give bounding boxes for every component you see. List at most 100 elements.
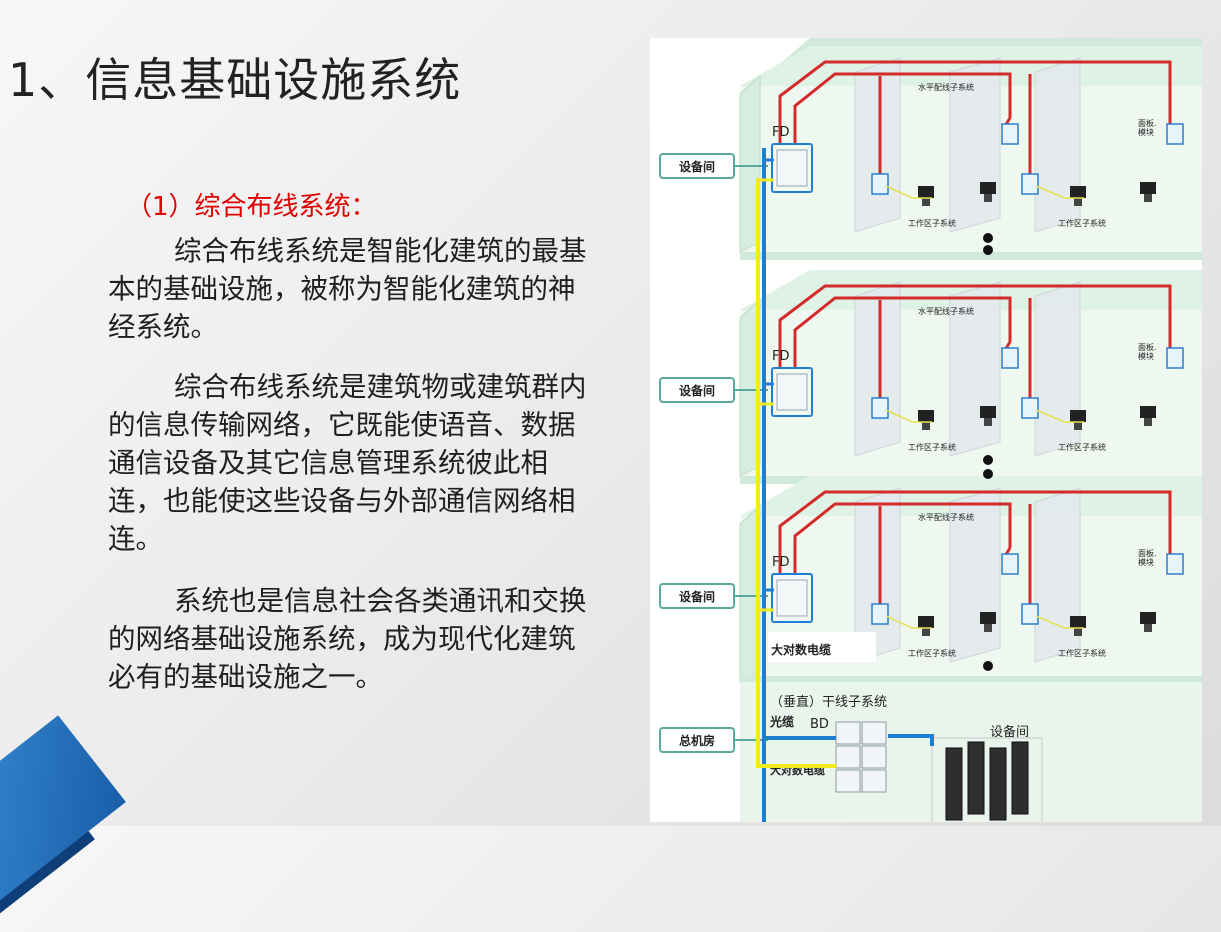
fd-cabinet	[771, 573, 813, 623]
roof-slab	[740, 38, 1202, 104]
corner-decoration	[0, 715, 126, 907]
bd-cabinet-unit	[861, 769, 887, 793]
work-area-label: 工作区子系统	[908, 218, 956, 228]
bd-label: BD	[810, 717, 829, 732]
basement-equipment-room-label: 设备间	[990, 724, 1029, 740]
server-rack-icon	[967, 741, 985, 815]
panel-module-label: 面板.模块	[1138, 548, 1157, 567]
bd-cabinet-unit	[835, 769, 861, 793]
wall-outlet	[1166, 123, 1184, 145]
computer-icon	[918, 616, 934, 628]
horizontal-cable	[793, 296, 1012, 375]
cabling-diagram-svg: FD水平配线子系统面板.模块工作区子系统工作区子系统设备间FD水平配线子系统面板…	[659, 38, 1202, 822]
work-area-label: 工作区子系统	[1058, 442, 1106, 452]
computer-icon	[1140, 406, 1156, 418]
computer-icon	[1074, 198, 1082, 206]
equipment-room-label: 设备间	[679, 383, 715, 398]
paragraph-1: 综合布线系统是智能化建筑的最基本的基础设施，被称为智能化建筑的神经系统。	[108, 232, 598, 346]
computer-icon	[980, 406, 996, 418]
equipment-room-label: 设备间	[679, 589, 715, 604]
paragraph-2-text: 综合布线系统是建筑物或建筑群内的信息传输网络，它既能使语音、数据通信设备及其它信…	[108, 371, 587, 555]
ellipsis-dot	[983, 455, 993, 465]
server-rack-icon	[1011, 741, 1029, 815]
horizontal-subsystem-label: 水平配线子系统	[918, 82, 974, 92]
computer-icon	[1144, 418, 1152, 426]
backbone-subsystem-label: （垂直）干线子系统	[770, 695, 887, 710]
wall-outlet	[871, 397, 889, 419]
partition-wall	[1034, 281, 1081, 457]
wall-outlet	[1001, 123, 1019, 145]
bd-to-servers	[888, 734, 934, 746]
computer-icon	[1070, 186, 1086, 198]
floor-slab	[740, 252, 1202, 260]
partition-wall	[1034, 57, 1081, 233]
wall-outlet	[1166, 347, 1184, 369]
computer-icon	[922, 422, 930, 430]
computer-icon	[1074, 422, 1082, 430]
paragraph-3: 系统也是信息社会各类通讯和交换的网络基础设施系统，成为现代化建筑必有的基础设施之…	[108, 582, 598, 696]
wall-outlet	[1021, 173, 1039, 195]
section-heading: （1）综合布线系统：	[126, 192, 377, 222]
fd-label: FD	[772, 349, 790, 364]
cable-label-bg	[768, 632, 876, 662]
partition-wall	[854, 57, 901, 233]
fd-cabinet-door	[776, 373, 808, 411]
horizontal-cable	[778, 284, 1172, 375]
paragraph-3-text: 系统也是信息社会各类通讯和交换的网络基础设施系统，成为现代化建筑必有的基础设施之…	[108, 585, 587, 693]
computer-icon	[918, 410, 934, 422]
computer-icon	[980, 182, 996, 194]
horizontal-cable	[778, 60, 1172, 151]
work-area-label: 工作区子系统	[1058, 648, 1106, 658]
fd-cabinet-door	[776, 579, 808, 617]
wall-outlet	[1001, 553, 1019, 575]
ellipsis-dot	[983, 245, 993, 255]
computer-icon	[984, 418, 992, 426]
partition-wall	[1034, 487, 1081, 663]
wall-outlet	[871, 173, 889, 195]
patch-cord	[1035, 409, 1084, 423]
work-area-label: 工作区子系统	[908, 442, 956, 452]
fd-label: FD	[772, 125, 790, 140]
computer-icon	[922, 198, 930, 206]
equipment-room-label: 设备间	[679, 159, 715, 174]
ellipsis-dot	[983, 469, 993, 479]
server-rack-icon	[989, 747, 1007, 821]
wall-outlet	[1166, 553, 1184, 575]
patch-cord	[885, 185, 932, 199]
fd-cabinet	[771, 143, 813, 193]
wall-outlet	[871, 603, 889, 625]
fd-cabinet-door	[776, 149, 808, 187]
fd-cabinet	[771, 367, 813, 417]
horizontal-cable	[793, 72, 1012, 151]
computer-icon	[1070, 410, 1086, 422]
patch-cord	[885, 409, 932, 423]
paragraph-2: 综合布线系统是建筑物或建筑群内的信息传输网络，它既能使语音、数据通信设备及其它信…	[108, 368, 598, 558]
basement-slab	[740, 676, 1202, 682]
computer-icon	[1074, 628, 1082, 636]
horizontal-cable	[793, 502, 1012, 581]
bd-cabinet-unit	[861, 721, 887, 745]
panel-module-label: 面板.模块	[1138, 342, 1157, 361]
main-room-label: 总机房	[679, 733, 715, 748]
wall-outlet	[1021, 603, 1039, 625]
computer-icon	[922, 628, 930, 636]
computer-icon	[984, 624, 992, 632]
paragraph-1-text: 综合布线系统是智能化建筑的最基本的基础设施，被称为智能化建筑的神经系统。	[108, 235, 587, 343]
bd-cabinet-unit	[835, 721, 861, 745]
ellipsis-dot	[983, 233, 993, 243]
server-area	[931, 737, 1043, 822]
fd-label: FD	[772, 555, 790, 570]
patch-cord	[1035, 615, 1084, 629]
computer-icon	[1144, 194, 1152, 202]
patch-cord	[885, 615, 932, 629]
server-rack-icon	[945, 747, 963, 821]
panel-module-label: 面板.模块	[1138, 118, 1157, 137]
computer-icon	[1070, 616, 1086, 628]
trunk-cable-label: 大对数电缆	[771, 642, 831, 657]
horizontal-subsystem-label: 水平配线子系统	[918, 512, 974, 522]
partition-wall	[854, 281, 901, 457]
horizontal-cable	[778, 490, 1172, 581]
bd-cabinet-unit	[861, 745, 887, 769]
computer-icon	[1144, 624, 1152, 632]
